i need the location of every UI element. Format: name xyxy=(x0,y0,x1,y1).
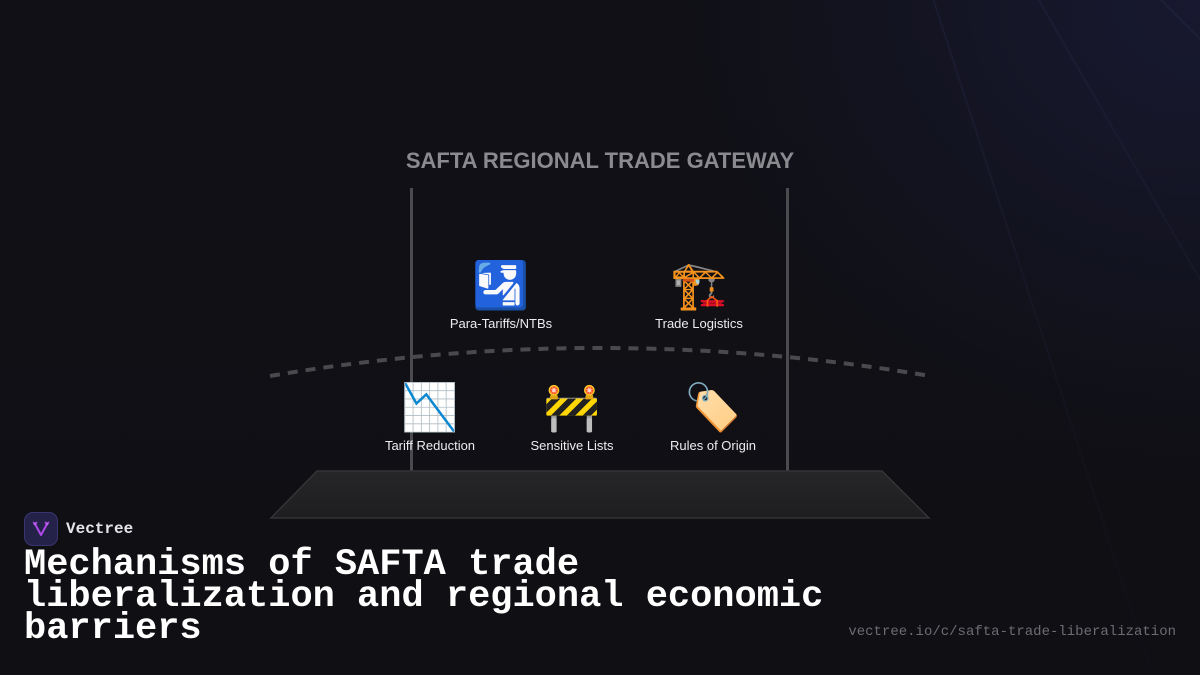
construction-crane-icon: 🏗️ xyxy=(670,258,728,312)
label-tag-icon: 🏷️ xyxy=(684,380,742,434)
source-url[interactable]: vectree.io/c/safta-trade-liberalization xyxy=(848,624,1176,640)
gateway-pillar-right xyxy=(786,188,789,472)
vectree-logo-icon xyxy=(24,512,58,546)
node-label: Trade Logistics xyxy=(655,316,743,331)
node-sensitive-lists[interactable]: 🚧 Sensitive Lists xyxy=(502,380,642,453)
node-label: Rules of Origin xyxy=(670,438,756,453)
gateway-pillar-left xyxy=(410,188,413,472)
node-trade-logistics[interactable]: 🏗️ Trade Logistics xyxy=(629,258,769,331)
node-label: Sensitive Lists xyxy=(530,438,614,453)
brand-name: Vectree xyxy=(66,520,134,538)
node-para-tariffs[interactable]: 🛂 Para-Tariffs/NTBs xyxy=(431,258,571,331)
node-tariff-reduction[interactable]: 📉 Tariff Reduction xyxy=(360,380,500,453)
chart-decreasing-icon: 📉 xyxy=(401,380,459,434)
node-label: Para-Tariffs/NTBs xyxy=(449,316,553,331)
customs-officer-icon: 🛂 xyxy=(472,258,530,312)
brand: Vectree xyxy=(24,512,133,546)
construction-barrier-icon: 🚧 xyxy=(543,380,601,434)
node-label: Tariff Reduction xyxy=(384,438,476,453)
page-title: Mechanisms of SAFTA trade liberalization… xyxy=(24,544,824,650)
gateway-title: SAFTA REGIONAL TRADE GATEWAY xyxy=(405,148,795,173)
node-rules-of-origin[interactable]: 🏷️ Rules of Origin xyxy=(643,380,783,453)
